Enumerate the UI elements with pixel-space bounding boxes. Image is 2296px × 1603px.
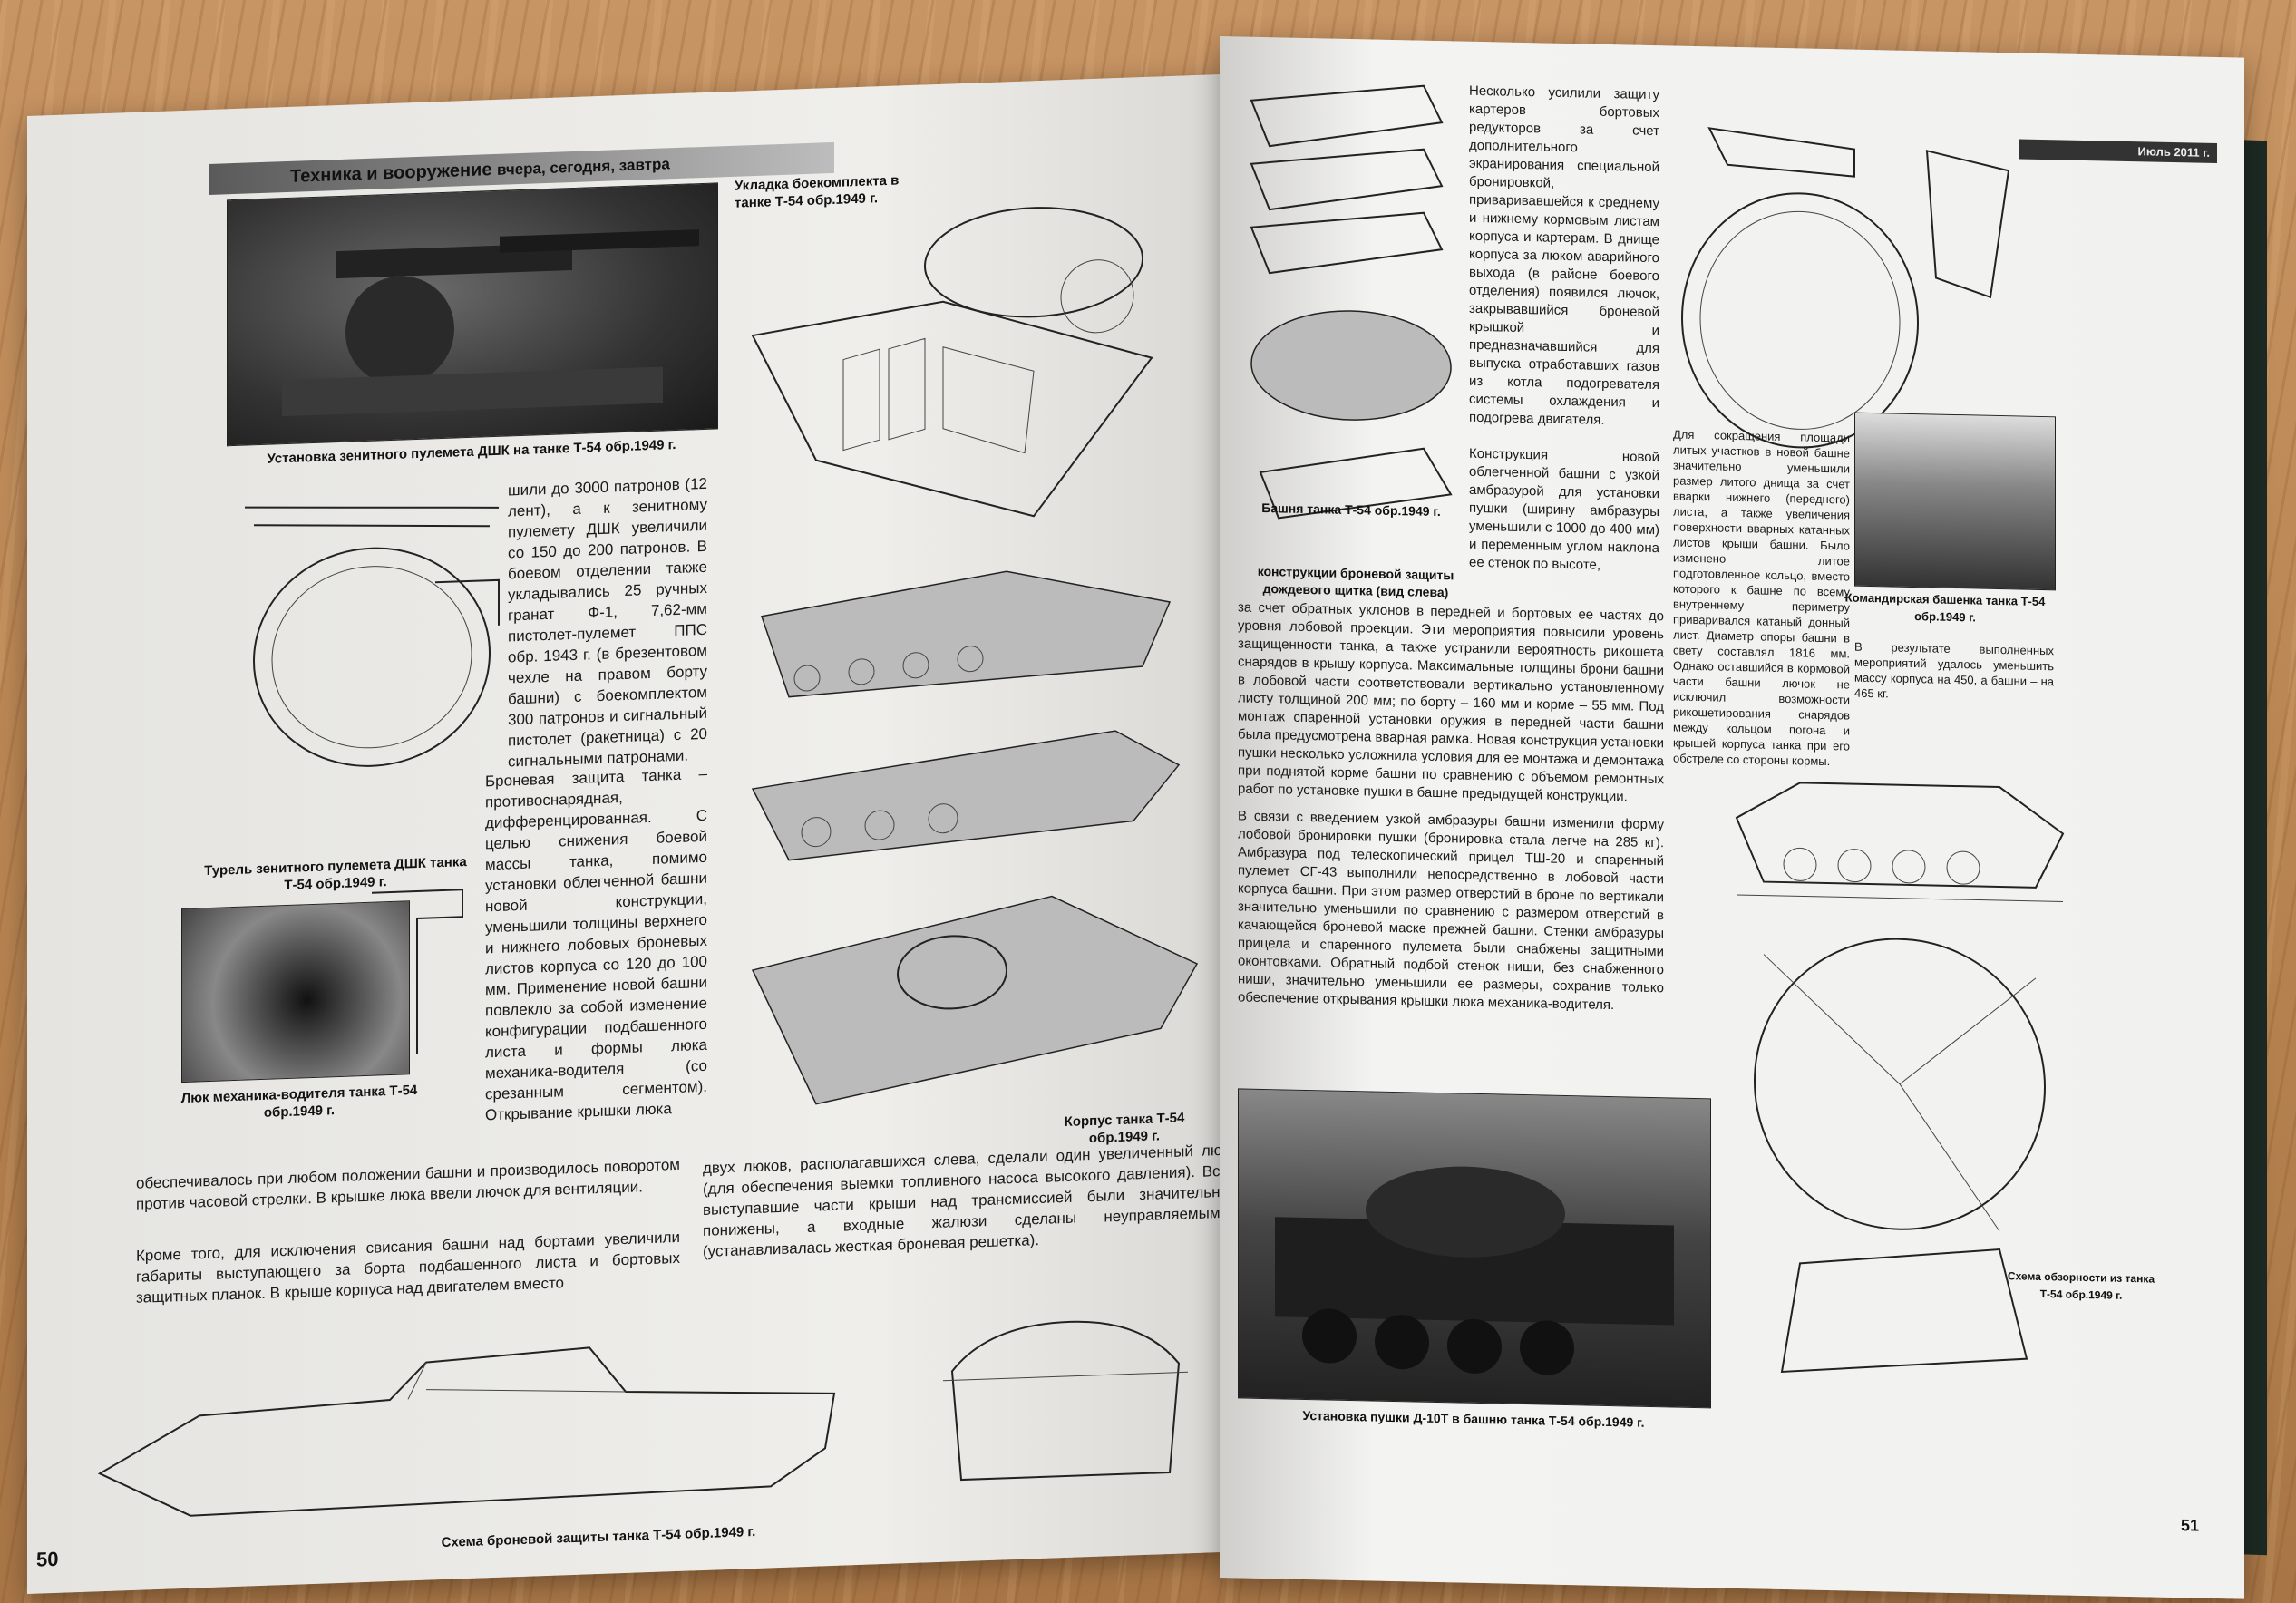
header-subtitle: вчера, сегодня, завтра [497, 155, 670, 179]
gun-silhouette [282, 229, 699, 417]
dshk-mount-photo [227, 182, 718, 447]
right-page: Июль 2011 г. Башня танка Т-54 обр.1949 г… [1220, 36, 2244, 1599]
tank-side-scheme [1735, 782, 2065, 902]
text-column-1: шили до 3000 патронов (12 лент), а к зен… [508, 474, 707, 771]
left-page: Техника и вооружение вчера, сегодня, зав… [27, 73, 1233, 1594]
caption-commander-turret: Командирская башенка танка Т-54 обр.1949… [1844, 590, 2046, 625]
text-column-1b: Конструкция новой облегченной башни с уз… [1469, 445, 1659, 573]
text-column-2: Броневая защита танка – противоснарядная… [485, 764, 707, 1124]
header-title: Техника и вооружение [290, 160, 492, 187]
text-main: за счет обратных уклонов в передней и бо… [1238, 599, 1664, 805]
tank-silhouette [1275, 1166, 1674, 1375]
text-column-1: Несколько усилили защиту картеров бортов… [1469, 83, 1659, 428]
visibility-scheme [1754, 938, 2046, 1374]
driver-hatch-drawing [372, 889, 463, 1055]
page-number-right: 51 [2181, 1516, 2200, 1535]
text-bottom-left: обеспечивалось при любом положении башни… [136, 1155, 680, 1213]
dshk-turret-drawing [244, 506, 500, 767]
gun-install-photo [1238, 1088, 1711, 1409]
text-bottom-left-2: Кроме того, для исключения свисания башн… [136, 1228, 680, 1307]
armor-scheme-drawing [97, 1320, 1188, 1517]
turret-drawings [1250, 84, 1453, 520]
ammo-stowage-drawing [751, 207, 1153, 518]
caption-rain-shield: конструкции броневой защиты дождевого щи… [1257, 563, 1454, 600]
issue-header: Июль 2011 г. [2019, 139, 2217, 164]
hull-drawings [751, 570, 1199, 1105]
text-bottom-right: двух люков, располагавшихся слева, сдела… [703, 1141, 1229, 1260]
commander-turret-photo [1854, 412, 2056, 591]
caption-armor-scheme: Схема броневой защиты танка Т-54 обр.194… [441, 1523, 756, 1551]
page-number-left: 50 [36, 1547, 59, 1571]
text-column-3b: В результате выполненных мероприятий уда… [1854, 639, 2054, 701]
text-main-2: В связи с введением узкой амбразуры башн… [1238, 808, 1664, 1014]
caption-driver-hatch: Люк механика-водителя танка Т-54 обр.194… [180, 1082, 418, 1121]
text-column-3: Для сокращения площади литых участков в … [1673, 427, 1850, 769]
caption-gun-install: Установка пушки Д-10Т в башню танка Т-54… [1302, 1407, 1645, 1430]
caption-hatch-scheme: Схема обзорности из танка Т-54 обр.1949 … [2007, 1269, 2155, 1302]
commander-cupola-drawing [1681, 127, 2010, 449]
